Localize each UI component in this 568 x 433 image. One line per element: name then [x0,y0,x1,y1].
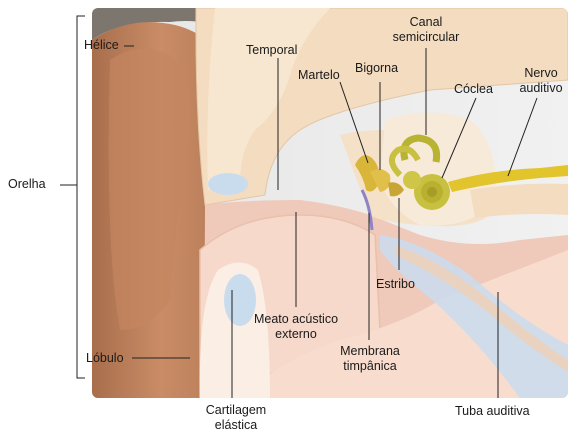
label-coclea: Cóclea [454,82,493,97]
label-estribo: Estribo [376,277,415,292]
orelha-bracket [77,16,85,378]
label-helice: Hélice [84,38,119,53]
label-meato-acustico: Meato acústico externo [240,312,352,342]
label-bigorna: Bigorna [355,61,398,76]
label-martelo: Martelo [298,68,340,83]
label-meato-line1: Meato acústico [240,312,352,327]
label-membrana-timpanica: Membrana timpânica [330,344,410,374]
label-cartilagem-line1: Cartilagem [196,403,276,418]
label-membrana-line1: Membrana [330,344,410,359]
label-canal-line2: semicircular [374,30,478,45]
label-temporal: Temporal [246,43,297,58]
label-lobulo: Lóbulo [86,351,124,366]
label-meato-line2: externo [240,327,352,342]
label-nervo-line2: auditivo [512,81,568,96]
cartilage-spot-upper [208,173,248,195]
label-cartilagem-elastica: Cartilagem elástica [196,403,276,433]
label-tuba-auditiva: Tuba auditiva [455,404,530,419]
temporal-bone-lower [470,184,568,218]
label-cartilagem-line2: elástica [196,418,276,433]
label-nervo-auditivo: Nervo auditivo [512,66,568,96]
label-orelha: Orelha [8,177,46,192]
label-nervo-line1: Nervo [512,66,568,81]
label-canal-line1: Canal [374,15,478,30]
label-membrana-line2: timpânica [330,359,410,374]
label-canal-semicircular: Canal semicircular [374,15,478,45]
